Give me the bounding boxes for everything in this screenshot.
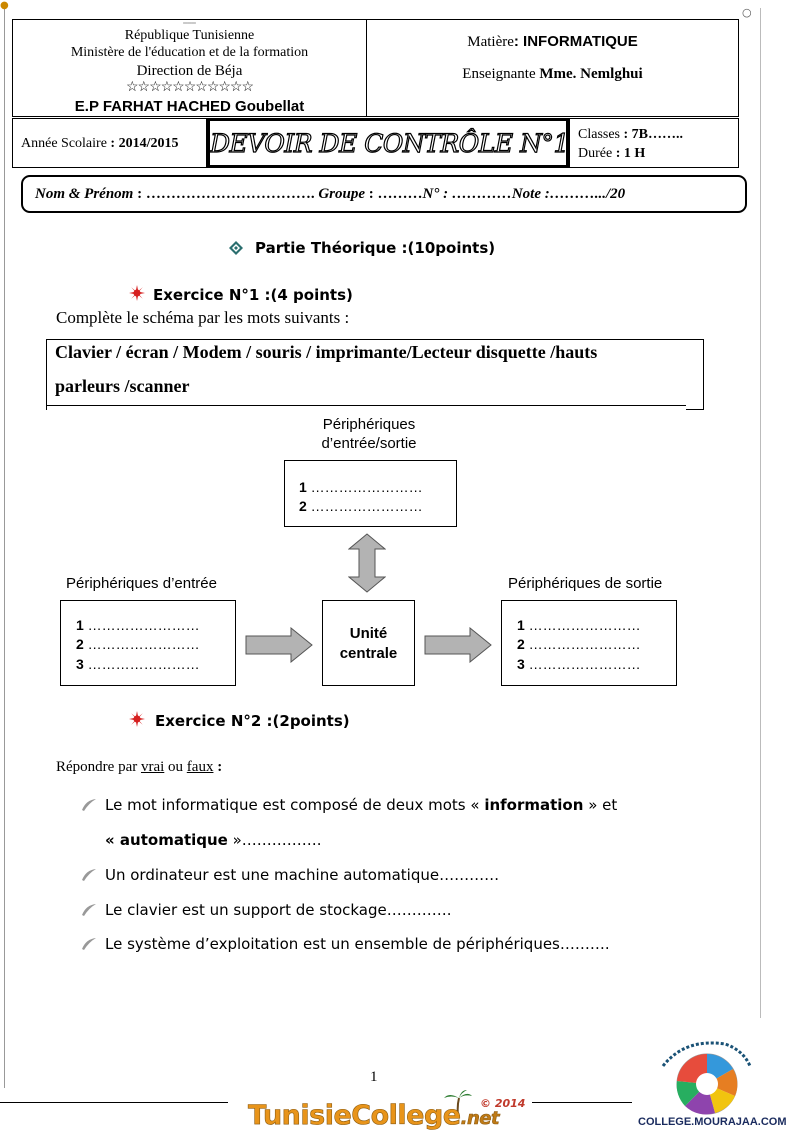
palm-tree-icon xyxy=(443,1090,473,1120)
exercise2-title: Exercice N°2 :(2points) xyxy=(155,712,350,730)
site-name: TunisieCollege.net xyxy=(248,1100,500,1132)
theory-title: Partie Théorique :(10points) xyxy=(255,239,496,257)
io-title-line2: d’entrée/sortie xyxy=(321,435,417,452)
class-cell: Classes : 7B…….. Durée : 1 H xyxy=(569,118,739,168)
page-border-right xyxy=(760,8,761,1018)
input-box[interactable]: 1 …………………… 2 …………………… 3 …………………… xyxy=(60,600,236,686)
exercise1-title: Exercice N°1 :(4 points) xyxy=(153,286,353,304)
statement-1: Le mot informatique est composé de deux … xyxy=(105,796,618,814)
school-name: E.P FARHAT HACHED Goubellat xyxy=(74,98,305,115)
name-dots[interactable]: : ……………………………. xyxy=(133,186,319,202)
stars-decoration: ☆☆☆☆☆☆☆☆☆☆☆ xyxy=(125,80,254,95)
corner-mark-left: ● xyxy=(0,0,9,11)
central-unit-line1: Unité xyxy=(349,625,388,642)
statement-3[interactable]: Le clavier est un support de stockage………… xyxy=(105,901,452,919)
io-box[interactable]: 1 …………………… 2 …………………… xyxy=(284,460,457,527)
corner-mark: ○ xyxy=(742,6,752,19)
college-site-name: COLLEGE.MOURAJAA.COM xyxy=(638,1116,786,1128)
instruction-prefix: Répondre par xyxy=(56,759,141,775)
header-left-cell: ═══ République Tunisienne Ministère de l… xyxy=(12,19,367,117)
input-title: Périphériques d’entrée xyxy=(66,575,217,592)
year-value: : 2014/2015 xyxy=(110,136,179,151)
exam-title-cell: DEVOIR DE CONTRÔLE N°1 xyxy=(207,118,570,168)
output-line-3[interactable]: 3 …………………… xyxy=(517,656,641,672)
input-line-2[interactable]: 2 …………………… xyxy=(76,636,200,652)
faux-word: faux xyxy=(186,759,214,775)
central-unit-line2: centrale xyxy=(339,645,398,662)
college-logo xyxy=(655,1036,755,1116)
group-dots[interactable]: : ……… xyxy=(365,186,423,202)
exercise2-star-icon xyxy=(129,711,145,727)
output-title: Périphériques de sortie xyxy=(508,575,663,592)
output-line-2[interactable]: 2 …………………… xyxy=(517,636,641,652)
input-line-3[interactable]: 3 …………………… xyxy=(76,656,200,672)
page-border-left xyxy=(4,8,5,1088)
group-label: Groupe xyxy=(318,186,366,202)
teacher-label: Enseignante xyxy=(462,66,540,82)
io-line-1[interactable]: 1 …………………… xyxy=(299,479,423,495)
bullet-icon xyxy=(80,902,98,916)
bullet-icon xyxy=(80,867,98,881)
student-info-box: Nom & Prénom : ……………………………. Groupe : ………… xyxy=(21,175,747,213)
teacher-value: Mme. Nemlghui xyxy=(539,66,643,82)
direction-text: Direction de Béja xyxy=(136,63,243,79)
classes-label: Classes xyxy=(578,127,624,142)
statement-4[interactable]: Le système d’exploitation est un ensembl… xyxy=(105,935,610,953)
page-number: 1 xyxy=(370,1069,378,1085)
statement-1-continued[interactable]: « automatique »……………. xyxy=(105,831,322,849)
central-unit-box: Unité centrale xyxy=(322,600,415,686)
exercise1-star-icon xyxy=(129,285,145,301)
vrai-word: vrai xyxy=(140,759,165,775)
duration-label: Durée xyxy=(578,146,616,161)
exercise2-instruction: Répondre par vrai ou faux : xyxy=(56,759,222,776)
output-box[interactable]: 1 …………………… 2 …………………… 3 …………………… xyxy=(501,600,677,686)
words-line-2: parleurs /scanner xyxy=(55,376,190,396)
input-line-1[interactable]: 1 …………………… xyxy=(76,617,200,633)
classes-value: : 7B…….. xyxy=(623,127,684,142)
ministry-text: Ministère de l'éducation et de la format… xyxy=(70,45,309,60)
name-label: Nom & Prénom xyxy=(35,186,134,202)
theory-diamond-icon xyxy=(229,240,243,255)
site-logo: TunisieCollege.net © 2014 xyxy=(248,1090,526,1135)
year-label: Année Scolaire xyxy=(21,136,111,151)
bullet-icon xyxy=(80,797,98,811)
number-label[interactable]: N° : ………… xyxy=(422,186,512,202)
words-box: Clavier / écran / Modem / souris / impri… xyxy=(46,339,704,410)
bullet-icon xyxy=(80,936,98,950)
exam-title: DEVOIR DE CONTRÔLE N°1 xyxy=(209,128,570,158)
words-line-1: Clavier / écran / Modem / souris / impri… xyxy=(55,342,598,362)
footer-rule-left xyxy=(0,1102,228,1103)
duration-value: : 1 H xyxy=(615,146,646,161)
year-cell: Année Scolaire : 2014/2015 xyxy=(12,118,207,168)
subject-value: : INFORMATIQUE xyxy=(513,33,638,50)
header-right-cell: Matière: INFORMATIQUE Enseignante Mme. N… xyxy=(366,19,739,117)
io-line-2[interactable]: 2 …………………… xyxy=(299,498,423,514)
republic-text: République Tunisienne xyxy=(124,28,255,43)
ou-word: ou xyxy=(164,759,187,775)
io-title-line1: Périphériques xyxy=(322,416,416,433)
note-label[interactable]: Note :……….../20 xyxy=(511,186,626,202)
instruction-colon: : xyxy=(213,759,223,775)
double-vertical-arrow xyxy=(347,533,387,593)
arrow-central-to-output xyxy=(424,626,492,664)
footer-rule-right xyxy=(532,1102,632,1103)
subject-label: Matière xyxy=(467,34,514,50)
statement-2[interactable]: Un ordinateur est une machine automatiqu… xyxy=(105,866,500,884)
arrow-input-to-central xyxy=(245,626,313,664)
site-year: © 2014 xyxy=(480,1097,526,1110)
output-line-1[interactable]: 1 …………………… xyxy=(517,617,641,633)
exercise1-instruction: Complète le schéma par les mots suivants… xyxy=(56,308,350,327)
